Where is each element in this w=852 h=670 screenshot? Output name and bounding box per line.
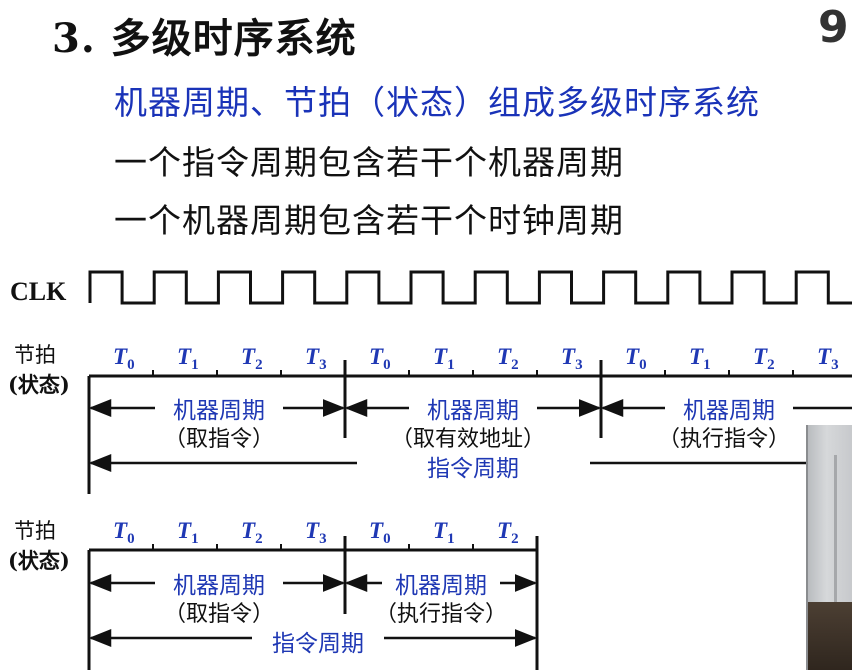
state-row-label: (状态) (8, 372, 70, 397)
machine-cycle-sub: （执行指令） (375, 602, 507, 627)
machine-cycle-label: 机器周期 (683, 398, 775, 424)
beat-label: T0 (625, 344, 647, 373)
video-floor (808, 602, 852, 670)
state-row-label: (状态) (8, 548, 70, 573)
beat-label: T3 (817, 344, 839, 373)
machine-cycle-label: 机器周期 (173, 398, 265, 424)
beat-label: T2 (241, 344, 263, 373)
machine-cycle-sub: （取指令） (164, 427, 274, 452)
machine-cycle-label: 机器周期 (395, 573, 487, 599)
machine-cycle-label: 机器周期 (173, 573, 265, 599)
instruction-cycle-line: 一个指令周期包含若干个机器周期 (114, 143, 624, 182)
machine-cycle-line: 一个机器周期包含若干个时钟周期 (114, 201, 624, 240)
machine-cycle-sub: （执行指令） (658, 427, 790, 452)
instruction-cycle-label: 指令周期 (272, 631, 364, 657)
machine-cycle-sub: （取指令） (164, 602, 274, 627)
beat-label: T3 (305, 344, 327, 373)
instruction-cycle-label: 指令周期 (427, 456, 519, 482)
page-number: 9 (818, 2, 849, 53)
beat-label: T1 (177, 344, 199, 373)
beat-label: T1 (433, 344, 455, 373)
beat-label: T0 (369, 344, 391, 373)
beat-label: T1 (177, 518, 199, 547)
beat-label: T2 (497, 518, 519, 547)
summary-line: 机器周期、节拍（状态）组成多级时序系统 (114, 83, 760, 122)
beat-label: T0 (113, 518, 135, 547)
beat-label: T1 (689, 344, 711, 373)
presenter-video-overlay (806, 425, 852, 670)
beat-label: T3 (305, 518, 327, 547)
beat-label: T2 (497, 344, 519, 373)
clk-label: CLK (10, 277, 67, 306)
beat-label: T1 (433, 518, 455, 547)
beat-row-label: 节拍 (14, 519, 56, 543)
slide-title: 3. 多级时序系统 (52, 15, 357, 62)
machine-cycle-label: 机器周期 (427, 398, 519, 424)
beat-label: T0 (369, 518, 391, 547)
beat-label: T0 (113, 344, 135, 373)
video-door-edge (834, 455, 837, 605)
clock-waveform (88, 270, 852, 305)
beat-label: T2 (241, 518, 263, 547)
beat-row-label: 节拍 (14, 343, 56, 367)
beat-label: T2 (753, 344, 775, 373)
beat-label: T3 (561, 344, 583, 373)
machine-cycle-sub: （取有效地址） (391, 427, 545, 452)
